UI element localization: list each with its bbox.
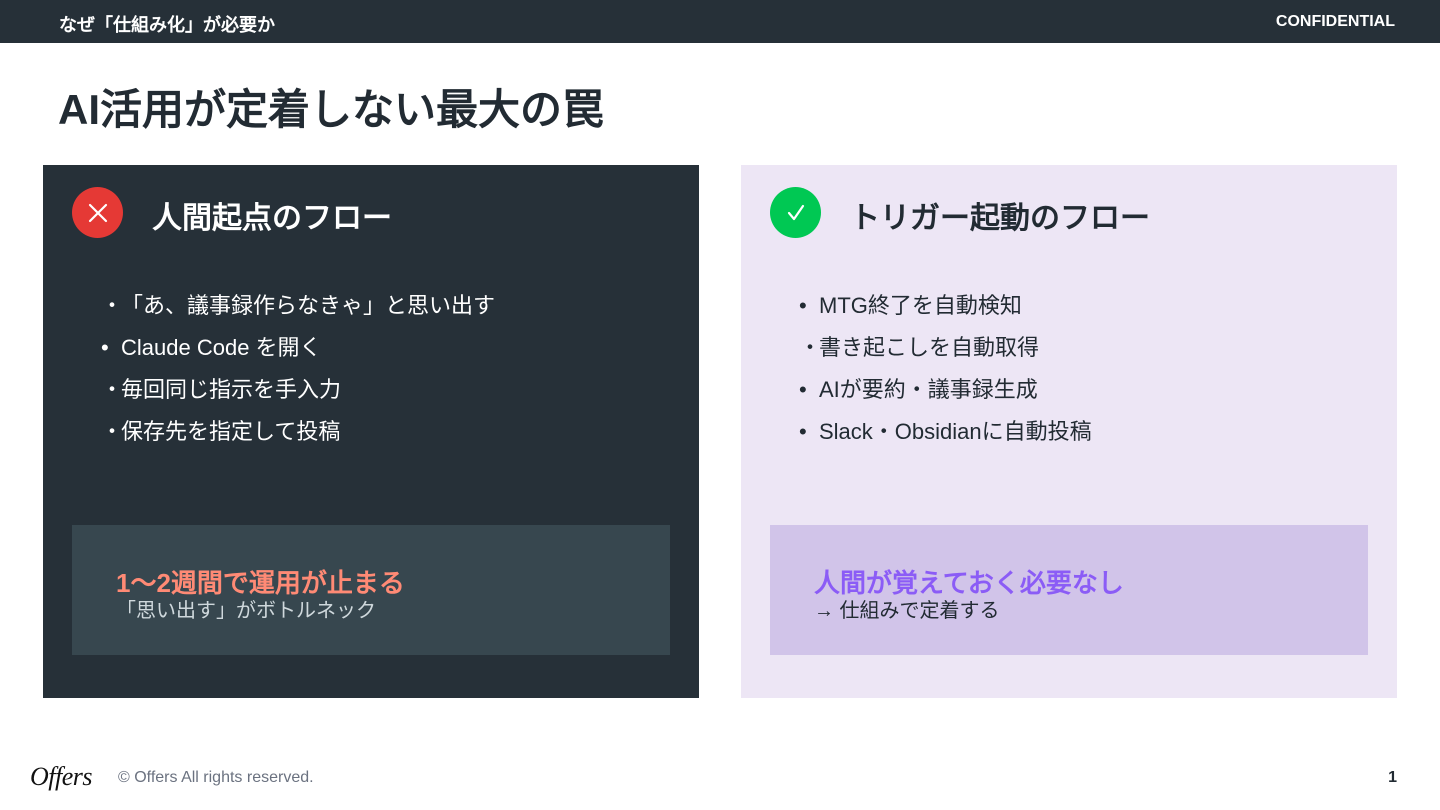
- cross-icon: [72, 187, 123, 238]
- list-item: ・書き起こしを自動取得: [799, 327, 1092, 369]
- page-number: 1: [1388, 769, 1397, 786]
- list-item: ・毎回同じ指示を手入力: [101, 369, 495, 411]
- check-icon: [770, 187, 821, 238]
- problem-callout: 1〜2週間で運用が止まる 「思い出す」がボトルネック: [72, 525, 670, 655]
- top-bar: なぜ「仕組み化」が必要か CONFIDENTIAL: [0, 0, 1440, 43]
- bullet: ・: [101, 293, 124, 318]
- bullet: •: [799, 377, 807, 402]
- list-item-text: AIが要約・議事録生成: [819, 377, 1038, 402]
- flow-list: • MTG終了を自動検知 ・書き起こしを自動取得 • AIが要約・議事録生成 • Sl…: [799, 285, 1092, 453]
- list-item-text: 保存先を指定して投稿: [121, 419, 341, 444]
- offers-logo: Offers: [30, 762, 93, 791]
- flow-list: ・「あ、議事録作らなきゃ」と思い出す •Claude Code を開く ・毎回同…: [101, 285, 495, 453]
- list-item-text: 毎回同じ指示を手入力: [121, 377, 342, 402]
- callout-heading: 1〜2週間で運用が止まる: [116, 568, 405, 598]
- confidential-label: CONFIDENTIAL: [1275, 13, 1395, 30]
- callout-heading: 人間が覚えておく必要なし: [814, 568, 1124, 598]
- human-flow-panel: 人間起点のフロー ・「あ、議事録作らなきゃ」と思い出す •Claude Code…: [43, 165, 699, 698]
- panel-title: トリガー起動のフロー: [850, 202, 1150, 235]
- bullet: ・: [101, 419, 124, 444]
- bullet: •: [799, 419, 807, 444]
- trigger-flow-panel: トリガー起動のフロー • MTG終了を自動検知 ・書き起こしを自動取得 • AIが要…: [741, 165, 1397, 698]
- callout-subtext: 「思い出す」がボトルネック: [116, 600, 376, 622]
- list-item-text: Slack・Obsidianに自動投稿: [819, 419, 1092, 444]
- list-item: • Slack・Obsidianに自動投稿: [799, 411, 1092, 453]
- list-item-text: Claude Code を開く: [121, 335, 322, 360]
- bullet: •: [799, 293, 807, 318]
- list-item: • AIが要約・議事録生成: [799, 369, 1092, 411]
- section-title: なぜ「仕組み化」が必要か: [59, 15, 275, 35]
- bullet: •: [101, 335, 109, 360]
- panel-title: 人間起点のフロー: [152, 202, 392, 235]
- bullet: ・: [101, 377, 124, 402]
- list-item: ・「あ、議事録作らなきゃ」と思い出す: [101, 285, 495, 327]
- slide-title: AI活用が定着しない最大の罠: [58, 86, 605, 133]
- list-item: • Claude Code を開く: [101, 327, 495, 369]
- solution-callout: 人間が覚えておく必要なし → 仕組みで定着する: [770, 525, 1368, 655]
- list-item: • MTG終了を自動検知: [799, 285, 1092, 327]
- list-item: ・保存先を指定して投稿: [101, 411, 495, 453]
- list-item-text: 「あ、議事録作らなきゃ」と思い出す: [121, 293, 496, 318]
- bullet: ・: [799, 335, 822, 360]
- list-item-text: 書き起こしを自動取得: [819, 335, 1040, 360]
- list-item-text: MTG終了を自動検知: [819, 293, 1022, 318]
- callout-subtext: → 仕組みで定着する: [814, 600, 1000, 622]
- copyright-text: © Offers All rights reserved.: [118, 769, 314, 786]
